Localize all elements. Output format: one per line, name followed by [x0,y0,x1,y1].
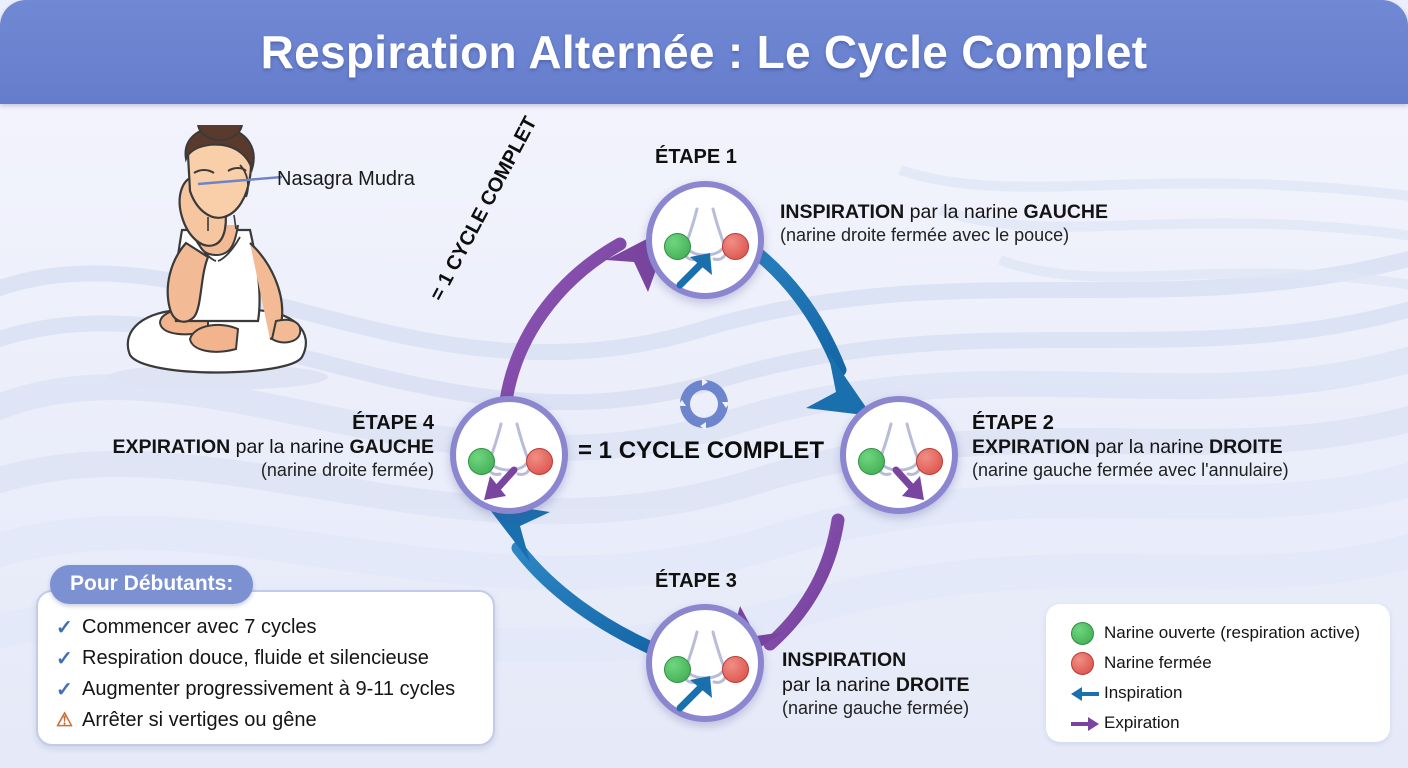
list-item: ✓ Respiration douce, fluide et silencieu… [56,643,455,673]
step-2-label: ÉTAPE 2 [972,412,1054,434]
step-2-middle: par la narine [1089,436,1209,458]
step-1-middle: par la narine [904,201,1024,223]
legend-list: Narine ouverte (respiration active) Nari… [1070,618,1360,738]
legend-item-text: Expiration [1104,713,1180,732]
nostril-closed-indicator-3 [722,656,749,683]
green-dot-icon [1070,621,1104,645]
check-icon: ✓ [56,678,73,701]
blue-left-arrow-icon [1070,684,1104,702]
step-1-label: ÉTAPE 1 [655,146,737,168]
list-item: Narine ouverte (respiration active) [1070,618,1360,648]
step-3-action: INSPIRATION [782,649,907,671]
legend-item-text: Inspiration [1104,683,1183,702]
step-2-action: EXPIRATION [972,436,1090,458]
step-2-note: (narine gauche fermée avec l'annulaire) [972,460,1289,480]
inspiration-arrow-1 [676,253,712,289]
legend-panel [1046,604,1390,742]
step-3-label: ÉTAPE 3 [655,570,737,592]
inspiration-arrow-3 [676,676,712,712]
list-item: Narine fermée [1070,648,1360,678]
step-4-note: (narine droite fermée) [260,460,434,480]
step-1-action: INSPIRATION [780,201,905,223]
beginners-item-text: Respiration douce, fluide et silencieuse [82,646,429,669]
check-icon: ✓ [56,616,73,639]
step-3-nose-circle [646,604,764,722]
header-bar: Respiration Alternée : Le Cycle Complet [0,0,1408,104]
legend-item-text: Narine ouverte (respiration active) [1104,623,1361,642]
yoga-figure-illustration [108,125,328,390]
legend-item-text: Narine fermée [1104,653,1212,672]
step-4-middle: par la narine [230,436,350,458]
expiration-arrow-2 [892,466,924,500]
beginners-item-text: Arrêter si vertiges ou gêne [82,708,317,731]
beginners-panel [36,590,495,746]
check-icon: ✓ [56,647,73,670]
beginners-item-text: Augmenter progressivement à 9-11 cycles [82,677,456,700]
mudra-pointer-line [197,175,283,186]
purple-right-arrow-icon [1070,714,1104,732]
step-4-action: EXPIRATION [112,436,231,458]
nostril-open-indicator-3 [664,656,691,683]
nostril-open-indicator-1 [664,233,691,260]
step-1-note: (narine droite fermée avec le pouce) [780,225,1070,245]
step-2-nostril: DROITE [1208,436,1283,458]
arrow-step4-to-step1 [497,226,672,425]
nostril-closed-indicator-2 [916,448,943,475]
step-4-description: ÉTAPE 4 EXPIRATION par la narine GAUCHE … [60,412,435,481]
list-item: Expiration [1070,708,1360,738]
step-1-nose-circle [646,181,764,299]
beginners-title-badge: Pour Débutants: [50,565,254,604]
red-dot-icon [1070,651,1104,675]
warning-triangle-icon: ⚠ [56,709,74,731]
step-4-nose-circle [450,396,568,514]
cycle-refresh-icon [678,378,730,430]
mudra-label: Nasagra Mudra [277,168,415,190]
list-item: ✓ Augmenter progressivement à 9-11 cycle… [56,674,455,704]
step-4-nostril: GAUCHE [349,436,434,458]
step-1-nostril: GAUCHE [1023,201,1108,223]
center-cycle-caption: = 1 CYCLE COMPLET [578,437,825,464]
nostril-open-indicator-4 [468,448,495,475]
beginners-item-text: Commencer avec 7 cycles [82,615,317,638]
step-3-middle: par la narine [782,674,896,696]
step-3-note: (narine gauche fermée) [782,698,970,718]
step-3-description: INSPIRATION par la narine DROITE (narine… [782,648,970,719]
page-title: Respiration Alternée : Le Cycle Complet [260,26,1148,78]
step-2-description: ÉTAPE 2 EXPIRATION par la narine DROITE … [972,412,1289,481]
nostril-open-indicator-2 [858,448,885,475]
nostril-closed-indicator-4 [526,448,553,475]
list-item: ✓ Commencer avec 7 cycles [56,612,455,642]
list-item: ⚠ Arrêter si vertiges ou gêne [56,705,455,735]
step-2-nose-circle [840,396,958,514]
expiration-arrow-4 [484,466,518,500]
step-3-nostril: DROITE [895,674,970,696]
step-1-description: INSPIRATION par la narine GAUCHE (narine… [780,200,1108,246]
list-item: Inspiration [1070,678,1360,708]
arrow-step3-to-step4 [484,502,667,659]
beginners-list: ✓ Commencer avec 7 cycles ✓ Respiration … [56,612,455,736]
nostril-closed-indicator-1 [722,233,749,260]
step-4-label: ÉTAPE 4 [352,412,434,434]
